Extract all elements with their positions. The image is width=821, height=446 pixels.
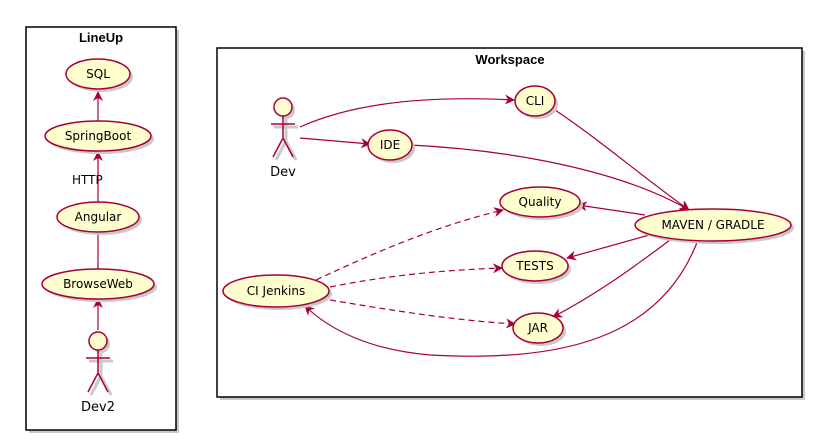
usecase-quality[interactable]: Quality <box>499 186 583 220</box>
link-dev-ide <box>299 137 371 149</box>
usecase-springboot[interactable]: SpringBoot <box>44 120 154 154</box>
workspace-connections <box>299 94 699 357</box>
usecase-tests[interactable]: TESTS <box>501 250 571 284</box>
usecase-tests-label: TESTS <box>515 259 553 273</box>
usecase-ide-label: IDE <box>380 138 400 152</box>
usecase-jar-label: JAR <box>527 321 548 335</box>
link-maven-tests <box>566 231 661 261</box>
usecase-ci-jenkins-label: CI Jenkins <box>247 284 305 298</box>
usecase-ci-jenkins[interactable]: CI Jenkins <box>222 274 332 310</box>
usecase-angular-label: Angular <box>75 210 122 224</box>
usecase-cli[interactable]: CLI <box>514 85 558 119</box>
actor-dev-label: Dev <box>270 165 296 180</box>
usecase-cli-label: CLI <box>526 94 545 108</box>
usecase-jar[interactable]: JAR <box>512 312 566 346</box>
usecase-angular[interactable]: Angular <box>56 201 142 235</box>
usecase-springboot-label: SpringBoot <box>65 129 132 143</box>
link-maven-quality <box>577 201 646 216</box>
lineup-title: LineUp <box>79 30 123 45</box>
usecase-browseweb-label: BrowseWeb <box>63 277 133 291</box>
workspace-title: Workspace <box>475 52 544 67</box>
link-dev-cli <box>299 94 515 128</box>
usecase-ide[interactable]: IDE <box>367 129 415 163</box>
usecase-maven-gradle[interactable]: MAVEN / GRADLE <box>634 208 794 244</box>
usecase-sql[interactable]: SQL <box>65 58 133 92</box>
usecase-maven-gradle-label: MAVEN / GRADLE <box>661 218 764 232</box>
link-jenkins-quality <box>315 207 504 281</box>
http-edge-label: HTTP <box>72 173 103 187</box>
usecase-browseweb[interactable]: BrowseWeb <box>41 268 157 302</box>
link-cli-maven <box>554 109 690 211</box>
usecase-quality-label: Quality <box>519 195 562 209</box>
actor-dev2-icon[interactable] <box>86 331 113 396</box>
actor-dev2-label: Dev2 <box>81 400 115 415</box>
actor-dev-icon[interactable] <box>271 97 298 161</box>
link-jenkins-tests <box>329 263 503 288</box>
link-ide-maven <box>409 144 690 211</box>
link-maven-jenkins <box>304 239 699 357</box>
link-jenkins-jar <box>329 299 516 329</box>
link-maven-jar <box>552 239 671 318</box>
usecase-sql-label: SQL <box>86 67 110 81</box>
